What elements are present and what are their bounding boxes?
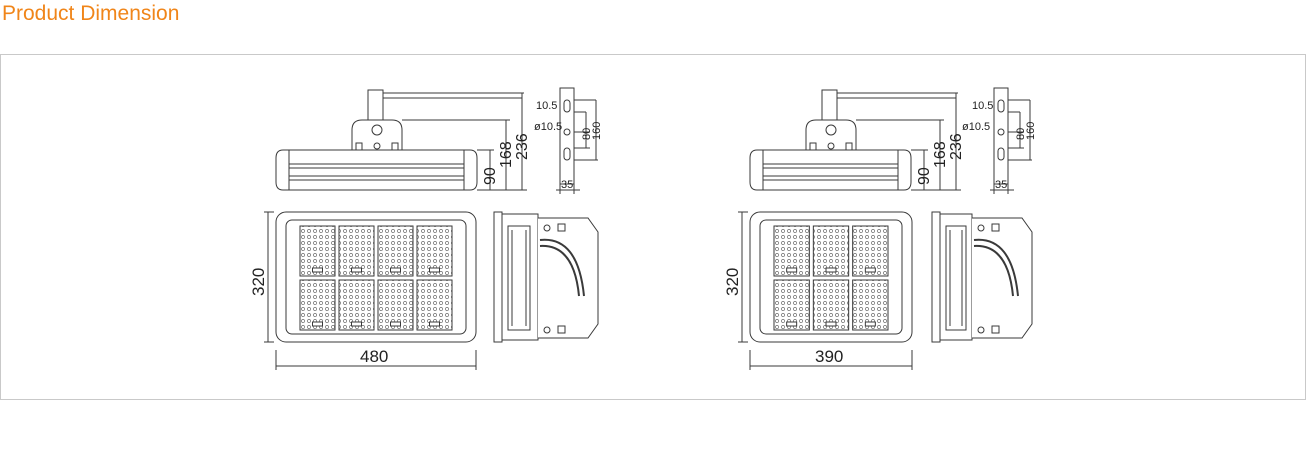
left-module-clip — [312, 321, 323, 327]
left-module-clip — [312, 267, 323, 273]
left-dim-160: 160 — [591, 122, 603, 140]
left-dim-10-5: 10.5 — [536, 100, 557, 112]
left-module-clip — [351, 267, 362, 273]
right-module-clip — [786, 267, 798, 273]
left-width-label: 480 — [360, 347, 388, 366]
right-width-label: 390 — [815, 347, 843, 366]
right-module-clip — [825, 267, 837, 273]
left-bracket-detail — [556, 87, 598, 194]
left-front-view — [264, 211, 477, 370]
right-front-view — [738, 211, 913, 370]
left-module-clip — [429, 321, 440, 327]
left-led-module — [377, 225, 414, 277]
right-led-module — [773, 225, 810, 277]
left-module-clip — [429, 267, 440, 273]
left-dim-dia-10-5: ø10.5 — [534, 121, 562, 133]
right-dim-236: 236 — [948, 133, 965, 160]
left-dim-80: 80 — [581, 128, 593, 140]
page-title: Product Dimension — [2, 2, 180, 25]
right-dim-35: 35 — [995, 179, 1007, 191]
left-side-profile — [493, 211, 599, 343]
left-module-clip — [351, 321, 362, 327]
left-dim-35: 35 — [561, 179, 573, 191]
left-module-clip — [390, 321, 401, 327]
left-dim-168: 168 — [498, 141, 515, 168]
left-height-label: 320 — [249, 268, 268, 296]
right-side-profile — [931, 211, 1033, 343]
right-height-label: 320 — [723, 268, 742, 296]
left-module-clip — [390, 267, 401, 273]
left-dim-90: 90 — [482, 167, 499, 185]
right-module-clip — [786, 321, 798, 327]
right-dim-dia-10-5: ø10.5 — [962, 121, 990, 133]
right-side-view — [749, 89, 961, 191]
right-dim-160: 160 — [1025, 122, 1037, 140]
right-module-clip — [864, 267, 876, 273]
right-module-clip — [825, 321, 837, 327]
right-module-clip — [864, 321, 876, 327]
left-dim-236: 236 — [514, 133, 531, 160]
right-bracket-detail — [990, 87, 1032, 194]
right-dim-10-5: 10.5 — [972, 100, 993, 112]
left-side-view — [275, 89, 527, 191]
right-dim-168: 168 — [932, 141, 949, 168]
right-dim-80: 80 — [1015, 128, 1027, 140]
right-dim-90: 90 — [916, 167, 933, 185]
